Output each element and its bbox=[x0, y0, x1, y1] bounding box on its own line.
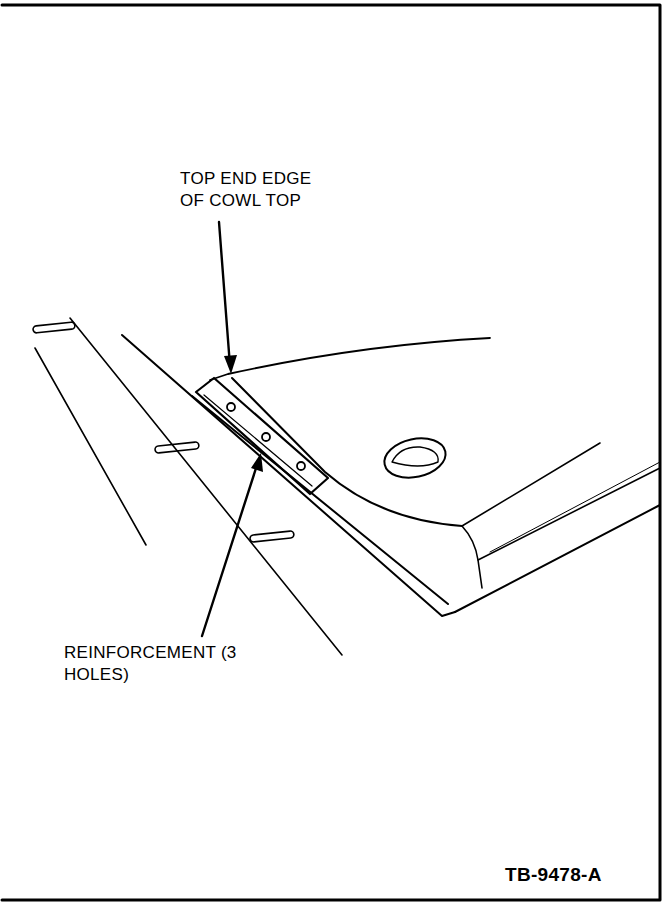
part-label: TOP END EDGE OF COWL TOP bbox=[180, 168, 322, 212]
part-label: REINFORCEMENT (3 HOLES) bbox=[64, 642, 240, 686]
figure-number: TB-9478-A bbox=[505, 864, 645, 886]
